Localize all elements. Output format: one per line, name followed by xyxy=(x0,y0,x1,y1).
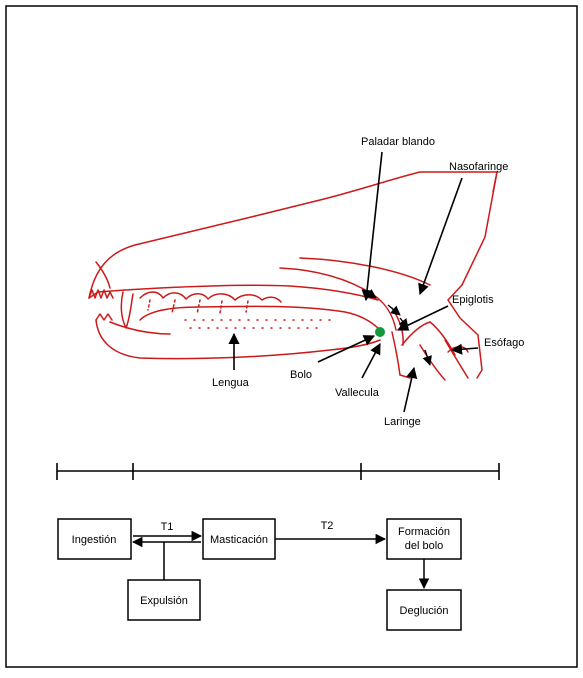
t1-label: T1 xyxy=(161,521,174,533)
expulsion-label: Expulsión xyxy=(140,595,188,607)
nose-outline xyxy=(95,261,111,289)
lower-incisors xyxy=(95,313,113,321)
trachea-line xyxy=(419,344,446,381)
neck-outline xyxy=(492,171,498,193)
flowchart xyxy=(57,518,462,631)
skull-outline xyxy=(88,171,498,299)
soft-palate xyxy=(279,267,397,331)
leader-vallecula xyxy=(361,343,381,379)
box-deglutition xyxy=(386,589,462,631)
tongue-outline xyxy=(139,305,381,331)
upper-teeth xyxy=(88,289,114,299)
box-bolus-formation xyxy=(386,518,462,560)
ingestion-label: Ingestión xyxy=(72,534,117,546)
esophagus-lower xyxy=(444,339,469,379)
bolus-formation-label-2: del bolo xyxy=(405,540,444,552)
tongue-dots xyxy=(184,319,331,329)
label-vallecula: Vallecula xyxy=(335,387,380,399)
upper-molars xyxy=(139,291,282,303)
box-expulsion xyxy=(127,579,201,621)
leader-epiglottis xyxy=(396,305,449,331)
leader-lines xyxy=(228,151,479,413)
box-ingestion xyxy=(57,518,132,560)
upper-jaw xyxy=(88,284,379,301)
leader-esophagus xyxy=(450,343,479,355)
figure-frame xyxy=(5,5,578,668)
neck-back xyxy=(447,284,483,379)
leader-nasopharynx xyxy=(418,177,463,296)
leader-soft-palate xyxy=(361,151,383,302)
label-soft-palate: Paladar blando xyxy=(361,136,435,148)
label-epiglottis: Epiglotis xyxy=(452,294,494,306)
bolus-formation-label-1: Formación xyxy=(398,526,450,538)
flow-connectors xyxy=(131,530,430,590)
label-nasopharynx: Nasofaringe xyxy=(449,161,508,173)
head-anatomy xyxy=(88,171,498,381)
label-esophagus: Esófago xyxy=(484,337,524,349)
label-bolus: Bolo xyxy=(290,369,312,381)
t2-label: T2 xyxy=(321,520,334,532)
bolus-dot xyxy=(375,327,385,337)
canine-tooth xyxy=(120,291,134,329)
label-tongue: Lengua xyxy=(212,377,250,389)
box-mastication xyxy=(202,518,276,560)
label-larynx: Laringe xyxy=(384,416,421,428)
leader-larynx xyxy=(403,366,418,413)
lower-jaw-inner xyxy=(109,321,171,335)
timeline xyxy=(56,463,500,480)
pharynx-roof xyxy=(299,257,431,286)
leader-bolus xyxy=(317,335,376,363)
deglutition-label: Deglución xyxy=(400,605,449,617)
pharynx-back xyxy=(391,331,401,376)
mastication-label: Masticación xyxy=(210,534,268,546)
